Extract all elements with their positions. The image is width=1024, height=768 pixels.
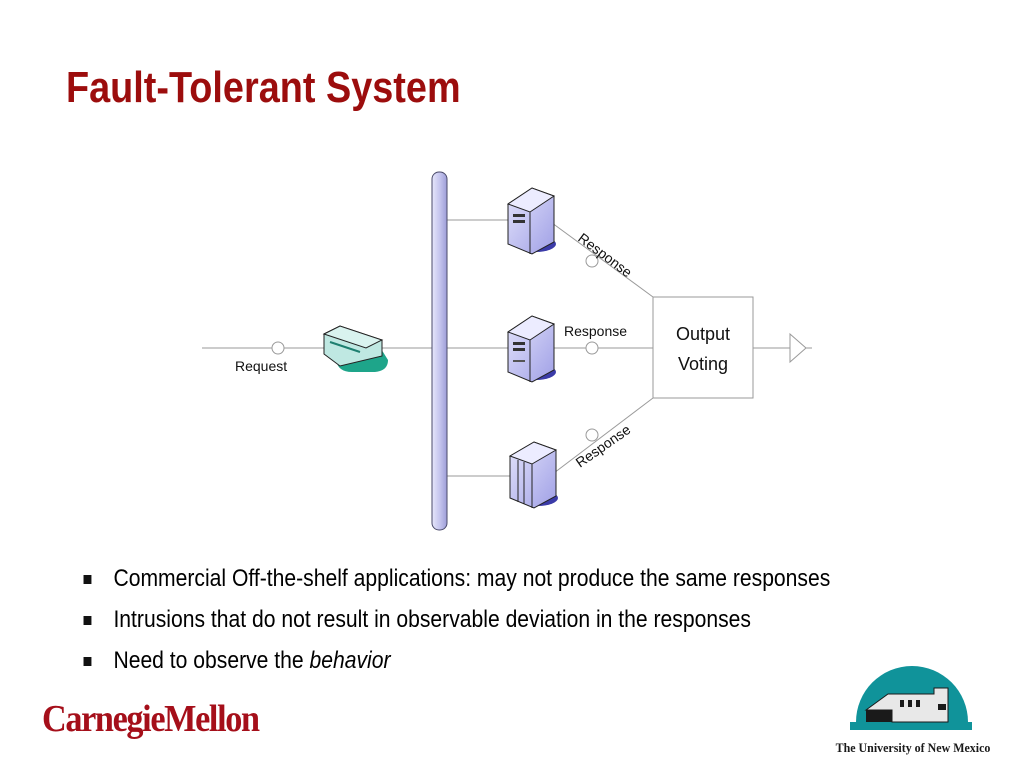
bullet-emphasis: behavior (309, 647, 391, 674)
response-marker-2 (585, 341, 599, 355)
server-icon (506, 187, 556, 255)
bullet-item: Intrusions that do not result in observa… (80, 603, 830, 644)
bullet-text: Commercial Off-the-shelf applications: m… (113, 565, 831, 592)
bullet-item: Need to observe the behavior (80, 644, 830, 685)
output-arrow-icon (789, 332, 807, 364)
voting-label-line-2: Voting (678, 354, 728, 374)
bullet-square-icon (83, 657, 92, 666)
voting-label-line-1: Output (676, 324, 730, 344)
fault-tolerant-diagram: Output Voting Request Response Response … (202, 171, 812, 531)
unm-emblem-icon (850, 666, 972, 730)
bullet-square-icon (83, 616, 92, 625)
slide-title: Fault-Tolerant System (66, 63, 461, 112)
response-marker-3 (585, 428, 599, 442)
bullet-square-icon (83, 575, 92, 584)
carnegie-mellon-logo: CarnegieMellon (42, 698, 260, 740)
server-3-to-voter (549, 397, 654, 477)
output-voting-box: Output Voting (652, 296, 754, 399)
response-label-2: Response (564, 323, 627, 339)
response-label-1: Response (575, 230, 635, 281)
bullet-text: Need to observe the (113, 647, 310, 674)
server-1-to-voter (547, 219, 654, 298)
network-bus (431, 171, 448, 531)
unm-logo: The University of New Mexico (826, 664, 1000, 764)
response-marker-1 (585, 254, 599, 268)
bullet-text: Intrusions that do not result in observa… (113, 606, 751, 633)
request-marker (271, 341, 285, 355)
network-switch-icon (322, 325, 388, 372)
bullet-item: Commercial Off-the-shelf applications: m… (80, 562, 830, 603)
request-label: Request (235, 358, 287, 374)
response-label-3: Response (573, 421, 634, 470)
server-cabinet-icon (508, 441, 558, 509)
unm-caption: The University of New Mexico (835, 740, 991, 755)
bullet-list: Commercial Off-the-shelf applications: m… (80, 562, 933, 685)
connection-lines (202, 219, 812, 477)
server-icon (506, 315, 556, 383)
